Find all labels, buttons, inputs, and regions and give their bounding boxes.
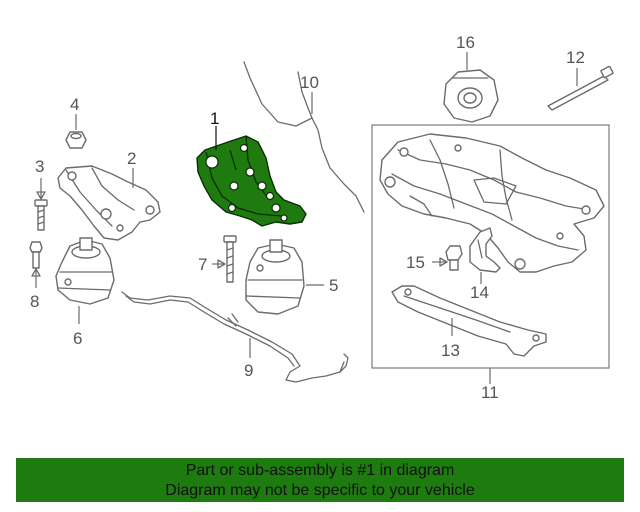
part-11-subframe[interactable] [379,133,605,273]
callout-11: 11 [481,383,499,402]
callout-13: 13 [441,341,460,360]
callout-14: 14 [470,283,489,302]
part-2-bracket[interactable] [57,165,161,241]
part-12-long-bolt[interactable] [547,65,614,111]
part-16-bushing[interactable] [443,69,499,123]
callout-8: 8 [30,292,39,311]
parts-diagram: 1 2 3 4 6 8 [29,33,614,402]
notice-line-1: Part or sub-assembly is #1 in diagram [185,462,455,479]
leader-7-arrow [217,259,226,269]
leader-8-arrow [31,268,41,277]
part-3-bolt[interactable] [34,199,48,231]
callout-5: 5 [329,276,338,295]
callout-3: 3 [35,157,44,176]
callout-15: 15 [406,253,425,272]
part-14-bracket[interactable] [469,227,501,273]
callout-4: 4 [70,95,79,114]
part-6-engine-mount[interactable] [55,237,115,305]
callout-10: 10 [300,73,319,92]
part-9-hose-line[interactable] [121,291,349,383]
callout-1: 1 [210,109,219,128]
part-8-bolt[interactable] [29,241,43,269]
notice-banner: Part or sub-assembly is #1 in diagram Di… [16,458,624,502]
callout-2: 2 [127,149,136,168]
leader-15-arrow [439,257,448,267]
callout-9: 9 [244,361,253,380]
part-15-bolt[interactable] [445,245,463,271]
callout-16: 16 [456,33,475,52]
part-7-bolt[interactable] [223,235,237,283]
part-1-engine-mount-bracket[interactable] [196,135,307,227]
part-13-cross-brace[interactable] [391,285,547,357]
part-5-engine-mount[interactable] [245,239,305,315]
notice-line-2: Diagram may not be specific to your vehi… [165,482,475,499]
part-4-nut[interactable] [65,131,87,149]
callout-6: 6 [73,329,82,348]
leader-3-arrow [36,191,46,200]
part-10-hose[interactable] [243,61,365,213]
callout-12: 12 [566,48,585,67]
callout-7: 7 [198,255,207,274]
